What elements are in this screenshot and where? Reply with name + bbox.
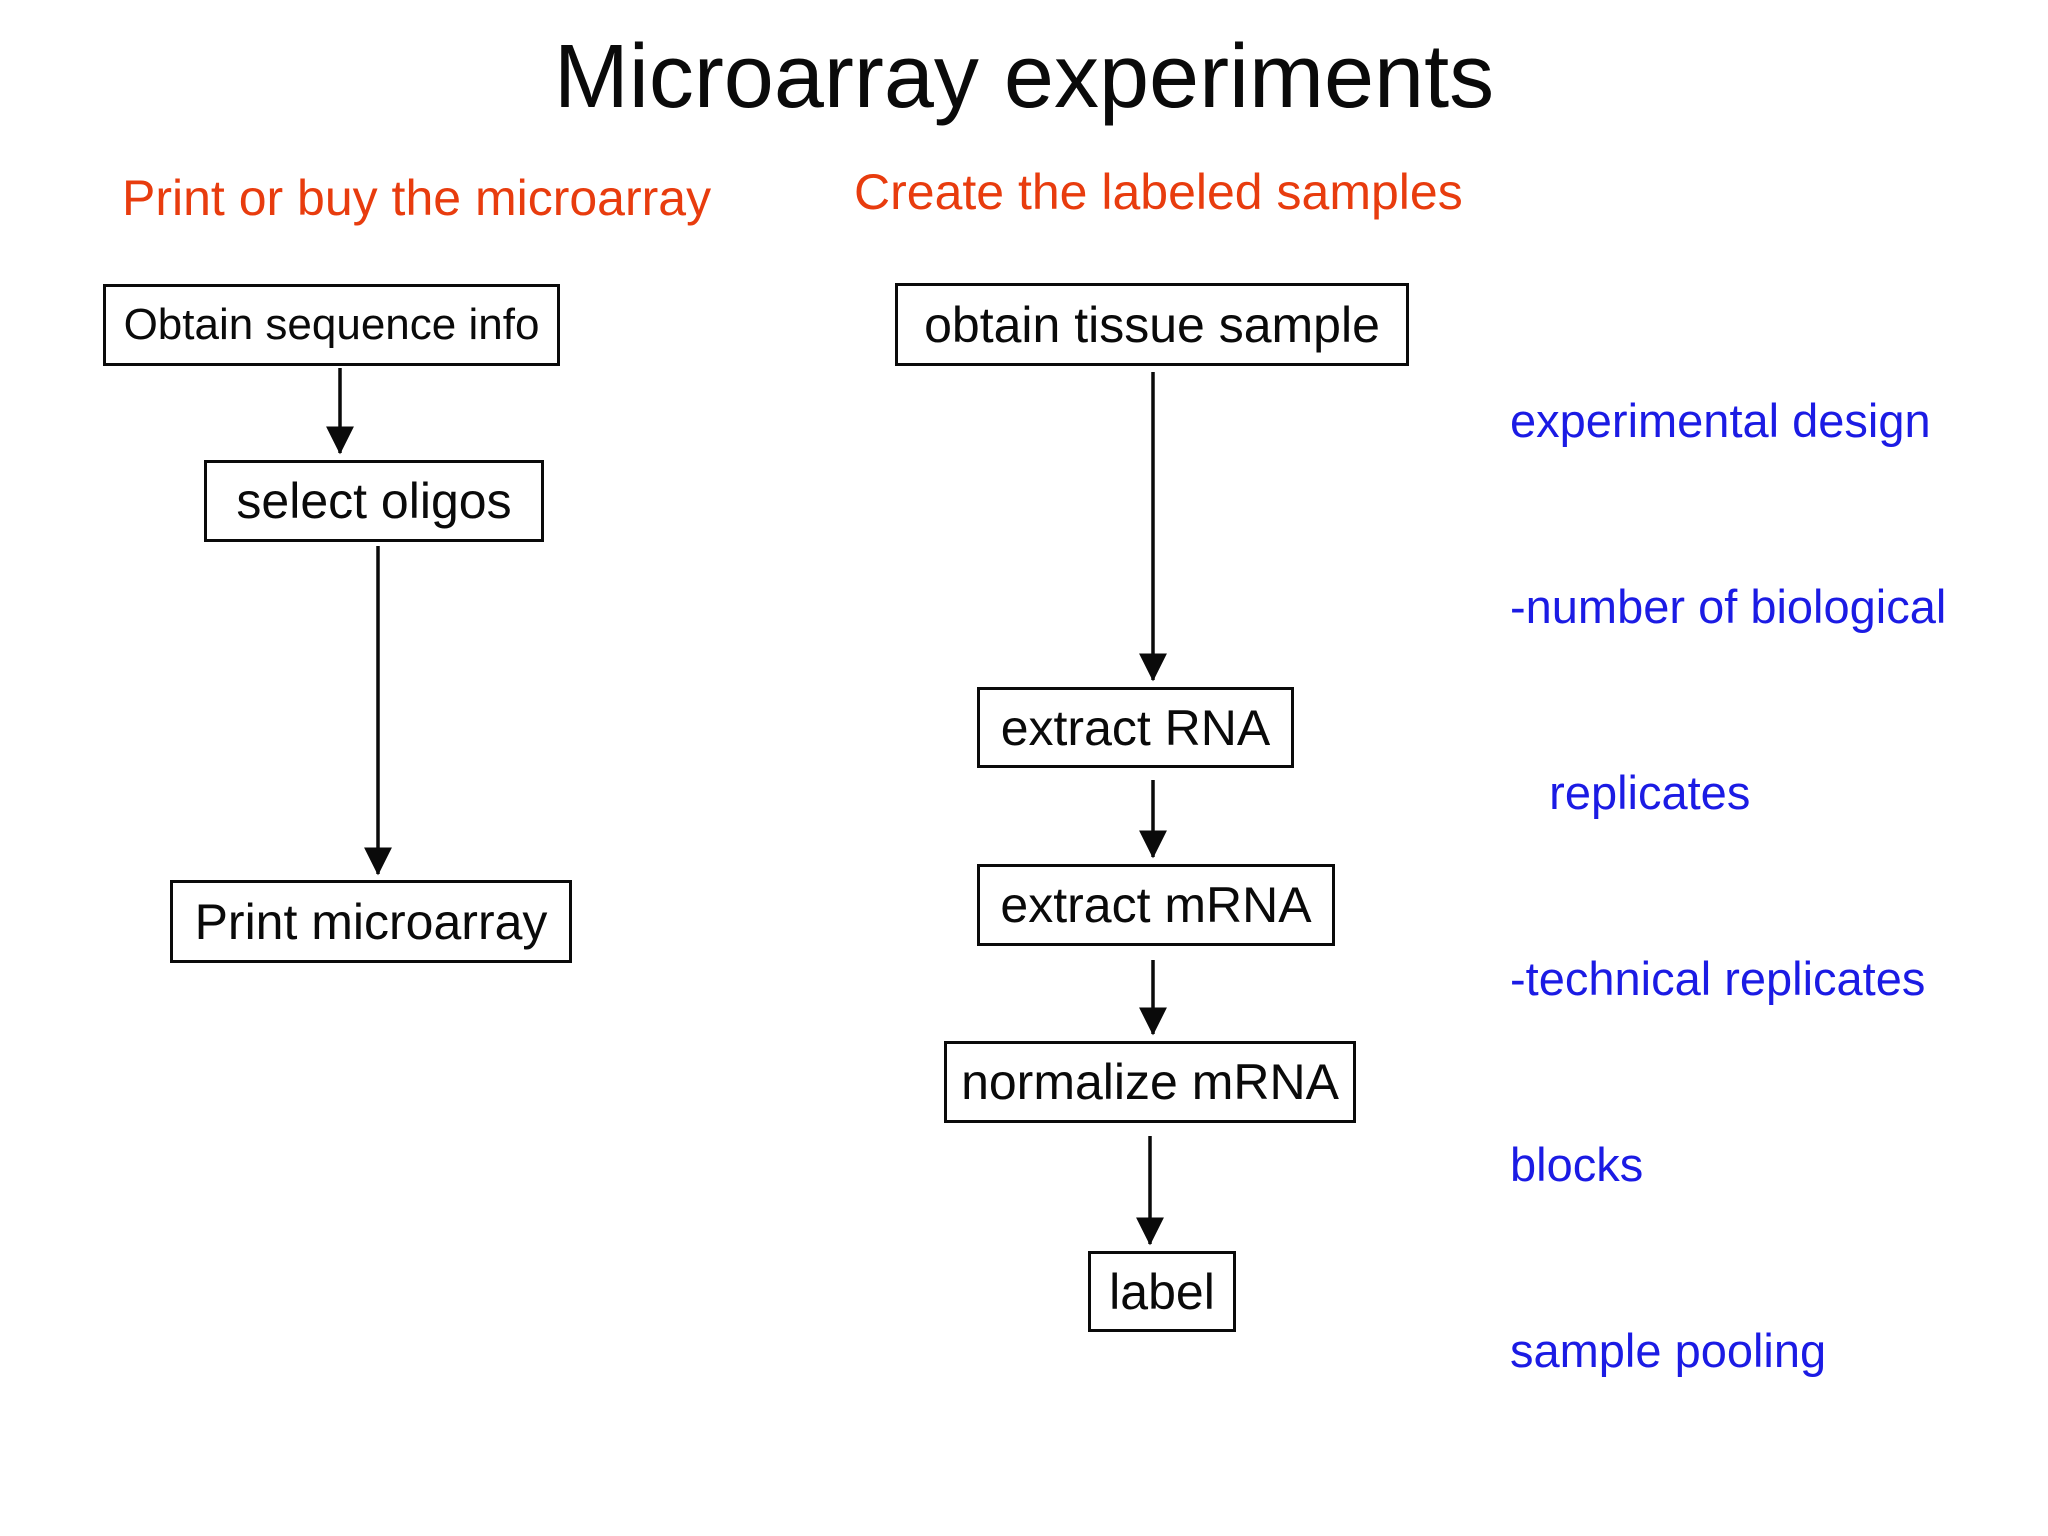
page-title: Microarray experiments bbox=[553, 27, 1495, 127]
flow-box-extract-mrna: extract mRNA bbox=[977, 864, 1335, 946]
flow-box-print-microarray: Print microarray bbox=[170, 880, 572, 963]
note-line: replicates bbox=[1510, 766, 1751, 819]
flow-box-normalize-mrna: normalize mRNA bbox=[944, 1041, 1356, 1123]
flow-box-obtain-tissue-sample: obtain tissue sample bbox=[895, 283, 1409, 366]
column-heading-create-samples: Create the labeled samples bbox=[854, 164, 1463, 220]
note-line: sample pooling bbox=[1510, 1324, 1827, 1377]
column-heading-print-or-buy: Print or buy the microarray bbox=[122, 170, 712, 226]
flow-box-obtain-sequence-info: Obtain sequence info bbox=[103, 284, 560, 366]
note-line: blocks bbox=[1510, 1138, 1644, 1191]
note-line: experimental design bbox=[1510, 394, 1931, 447]
flow-box-extract-rna: extract RNA bbox=[977, 687, 1294, 768]
note-line: -number of biological bbox=[1510, 580, 1947, 633]
flow-box-select-oligos: select oligos bbox=[204, 460, 544, 542]
note-line: -technical replicates bbox=[1510, 952, 1926, 1005]
experimental-design-notes: experimental design -number of biologica… bbox=[1510, 266, 1946, 1506]
flow-box-label: label bbox=[1088, 1251, 1236, 1332]
